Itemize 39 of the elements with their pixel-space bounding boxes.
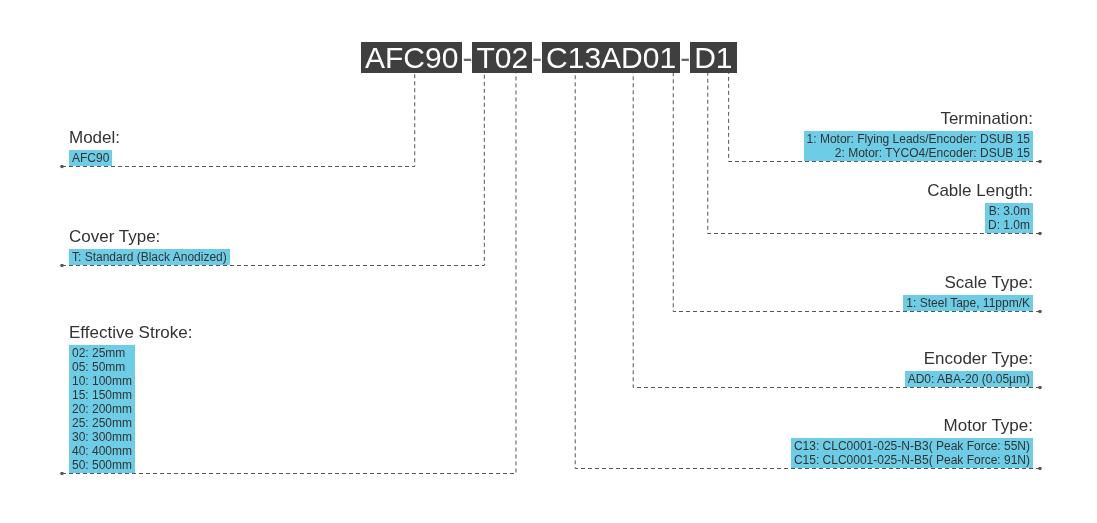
code-segment: AFC90 xyxy=(361,42,463,73)
field-heading: Scale Type: xyxy=(944,273,1033,293)
option-text: 2: Motor: TYCO4/Encoder: DSUB 15 xyxy=(834,146,1030,160)
option-text: 1: Motor: Flying Leads/Encoder: DSUB 15 xyxy=(806,132,1030,146)
field-heading: Motor Type: xyxy=(943,416,1033,436)
option-text: C13: CLC0001-025-N-B3( Peak Force: 55N) xyxy=(793,439,1030,453)
option-text: D: 1.0m xyxy=(988,218,1030,232)
leader-line xyxy=(707,72,1042,236)
code-segment: D1 xyxy=(690,42,737,73)
option-text: AD0: ABA-20 (0.05µm) xyxy=(907,372,1030,386)
leader-line xyxy=(60,72,416,169)
field-heading: Encoder Type: xyxy=(923,349,1033,369)
code-separator: - xyxy=(532,42,543,73)
option-text: 40: 400mm xyxy=(72,444,133,458)
leader-line xyxy=(574,72,1042,471)
option-text: 02: 25mm xyxy=(72,346,126,360)
code-segment: T02 xyxy=(472,42,533,73)
option-text: T: Standard (Black Anodized) xyxy=(72,250,227,264)
field-heading: Cover Type: xyxy=(69,227,161,247)
code-separator: - xyxy=(680,42,691,73)
field-heading: Termination: xyxy=(940,109,1033,129)
field-heading: Model: xyxy=(69,128,121,148)
field-heading: Cable Length: xyxy=(927,181,1033,201)
code-segment: C13AD01 xyxy=(542,42,681,73)
option-text: 15: 150mm xyxy=(72,388,133,402)
leader-line xyxy=(672,72,1042,314)
option-text: 25: 250mm xyxy=(72,416,133,430)
option-text: 10: 100mm xyxy=(72,374,133,388)
leader-line xyxy=(60,72,485,268)
option-text: 1: Steel Tape, 11ppm/K xyxy=(906,296,1030,310)
option-text: AFC90 xyxy=(72,151,110,165)
option-text: B: 3.0m xyxy=(988,204,1030,218)
option-text: C15: CLC0001-025-N-B5( Peak Force: 91N) xyxy=(793,453,1030,467)
option-text: 30: 300mm xyxy=(72,430,133,444)
code-separator: - xyxy=(462,42,473,73)
option-text: 05: 50mm xyxy=(72,360,126,374)
option-text: 20: 200mm xyxy=(72,402,133,416)
option-text: 50: 500mm xyxy=(72,458,133,472)
field-heading: Effective Stroke: xyxy=(69,323,193,343)
